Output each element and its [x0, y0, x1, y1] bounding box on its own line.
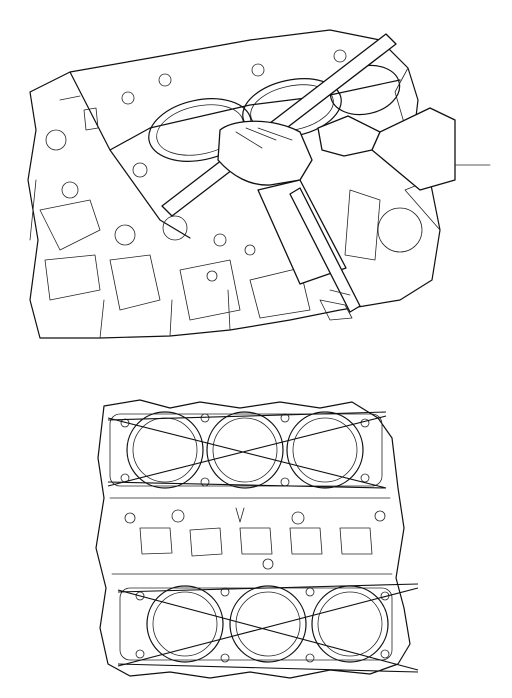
hand-icon — [217, 107, 491, 285]
engine-block-icon — [27, 29, 441, 339]
engine-block-top-view-icon — [95, 399, 411, 679]
block-flatness-check-illustration — [27, 29, 491, 339]
measurement-lines-icon — [107, 411, 419, 673]
block-top-view-illustration — [95, 399, 419, 679]
feeler-gauge-icon — [289, 187, 361, 313]
